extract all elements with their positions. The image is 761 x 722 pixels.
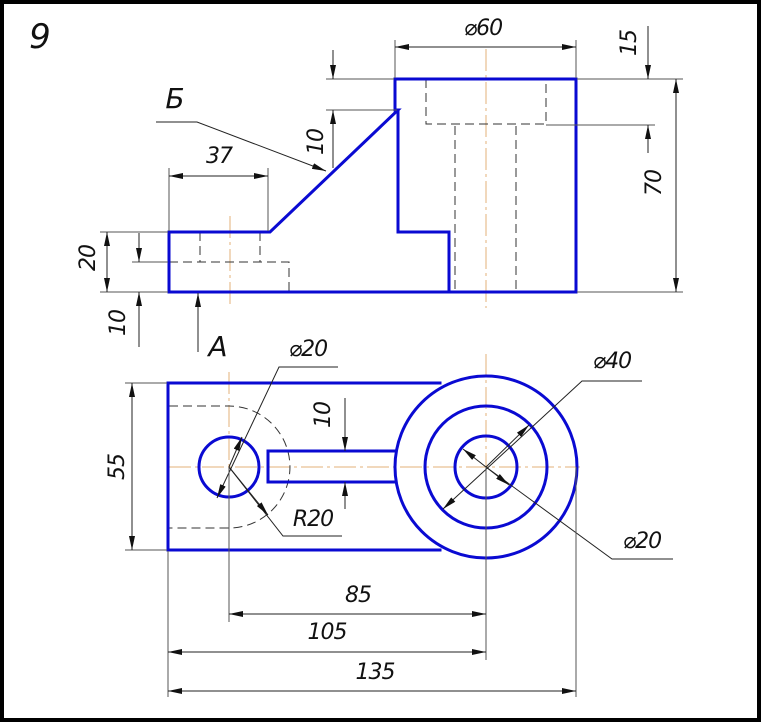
hidden-counterbore-outline — [425, 79, 547, 125]
dim-40-arrow-upper — [485, 424, 530, 468]
dim-hole-20-text: ⌀20 — [289, 337, 327, 362]
dim-15-text: 15 — [617, 30, 642, 56]
front-view: ⌀60 15 70 10 Б 37 20 10 — [76, 16, 683, 363]
dim-40-leader — [442, 380, 642, 510]
section-b-label: Б — [165, 82, 184, 115]
dim-r20-arrow — [228, 466, 269, 516]
dim-60-text: ⌀60 — [464, 16, 502, 41]
dim-37-text: 37 — [206, 144, 233, 169]
dim-105-text: 105 — [308, 620, 347, 645]
section-b-leader — [156, 121, 327, 172]
dim-hole-20-leader — [216, 366, 338, 499]
dim-70-text: 70 — [642, 170, 667, 196]
view-a-label: А — [206, 330, 227, 363]
dim-135-text: 135 — [356, 660, 395, 685]
dim-20-text: 20 — [76, 245, 101, 271]
dim-40-text: ⌀40 — [593, 349, 631, 374]
top-view: ⌀20 R20 10 55 ⌀40 ⌀20 85 105 — [105, 337, 673, 697]
dim-slot-10-text: 10 — [311, 402, 336, 428]
dim-bore-20-arrow-lower — [485, 466, 510, 486]
dim-10-rib-text: 10 — [304, 129, 329, 155]
dim-bore-20-text: ⌀20 — [623, 529, 661, 554]
dim-r20-text: R20 — [293, 507, 333, 532]
hidden-pocket-r20 — [169, 405, 291, 529]
slot-outline — [266, 449, 398, 484]
dim-hole-20-arrow-upper — [228, 436, 243, 468]
base-step-edge — [396, 230, 451, 294]
hidden-pocket-outline — [169, 261, 290, 292]
task-number: 9 — [29, 17, 51, 57]
dim-r20-leader — [228, 466, 342, 537]
front-view-outline — [167, 77, 578, 294]
dim-85-text: 85 — [345, 583, 371, 608]
dim-10-step-text: 10 — [106, 310, 131, 336]
dim-bore-20-leader — [485, 466, 673, 560]
dim-bore-20-arrow-upper — [462, 448, 487, 468]
dim-55-text: 55 — [105, 454, 130, 480]
top-base-outline — [166, 381, 442, 552]
